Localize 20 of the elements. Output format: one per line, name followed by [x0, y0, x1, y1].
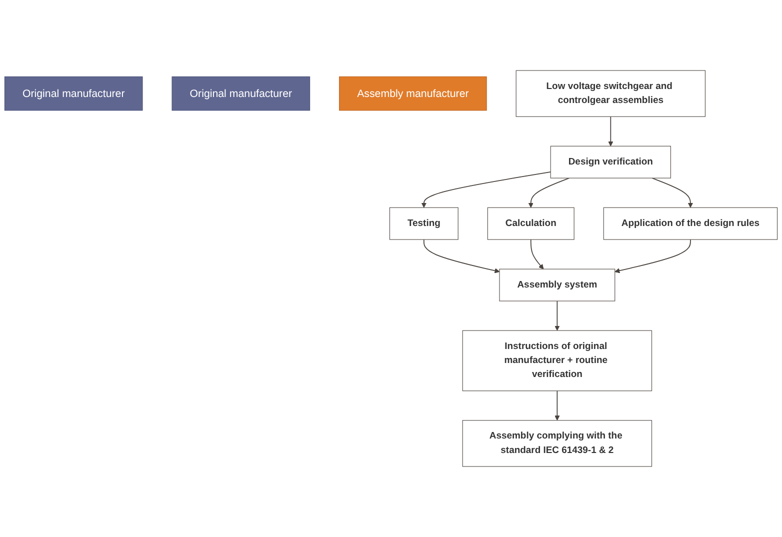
node-box: Assembly manufacturer — [339, 76, 487, 111]
arrow — [423, 239, 500, 274]
node-box: Original manufacturer — [4, 76, 143, 111]
node-box: Low voltage switchgear and controlgear assemblies — [516, 70, 706, 117]
node-box: Original manufacturer — [172, 76, 310, 111]
node-box: Calculation — [487, 207, 574, 240]
arrow — [614, 239, 691, 274]
arrow — [554, 390, 560, 421]
arrow — [652, 178, 694, 208]
arrow — [421, 172, 552, 208]
node-box: Design verification — [550, 146, 671, 178]
node-box: Assembly complying with the standard IEC 61439-1 & 2 — [462, 420, 652, 467]
node-box: Instructions of original manufacturer + routine verification — [462, 330, 652, 392]
arrow — [528, 178, 570, 208]
node-box: Application of the design rules — [603, 207, 778, 240]
arrow — [554, 300, 560, 331]
node-box: Testing — [389, 207, 458, 240]
arrow — [608, 116, 614, 146]
arrow — [530, 239, 544, 270]
node-box: Assembly system — [499, 268, 616, 302]
